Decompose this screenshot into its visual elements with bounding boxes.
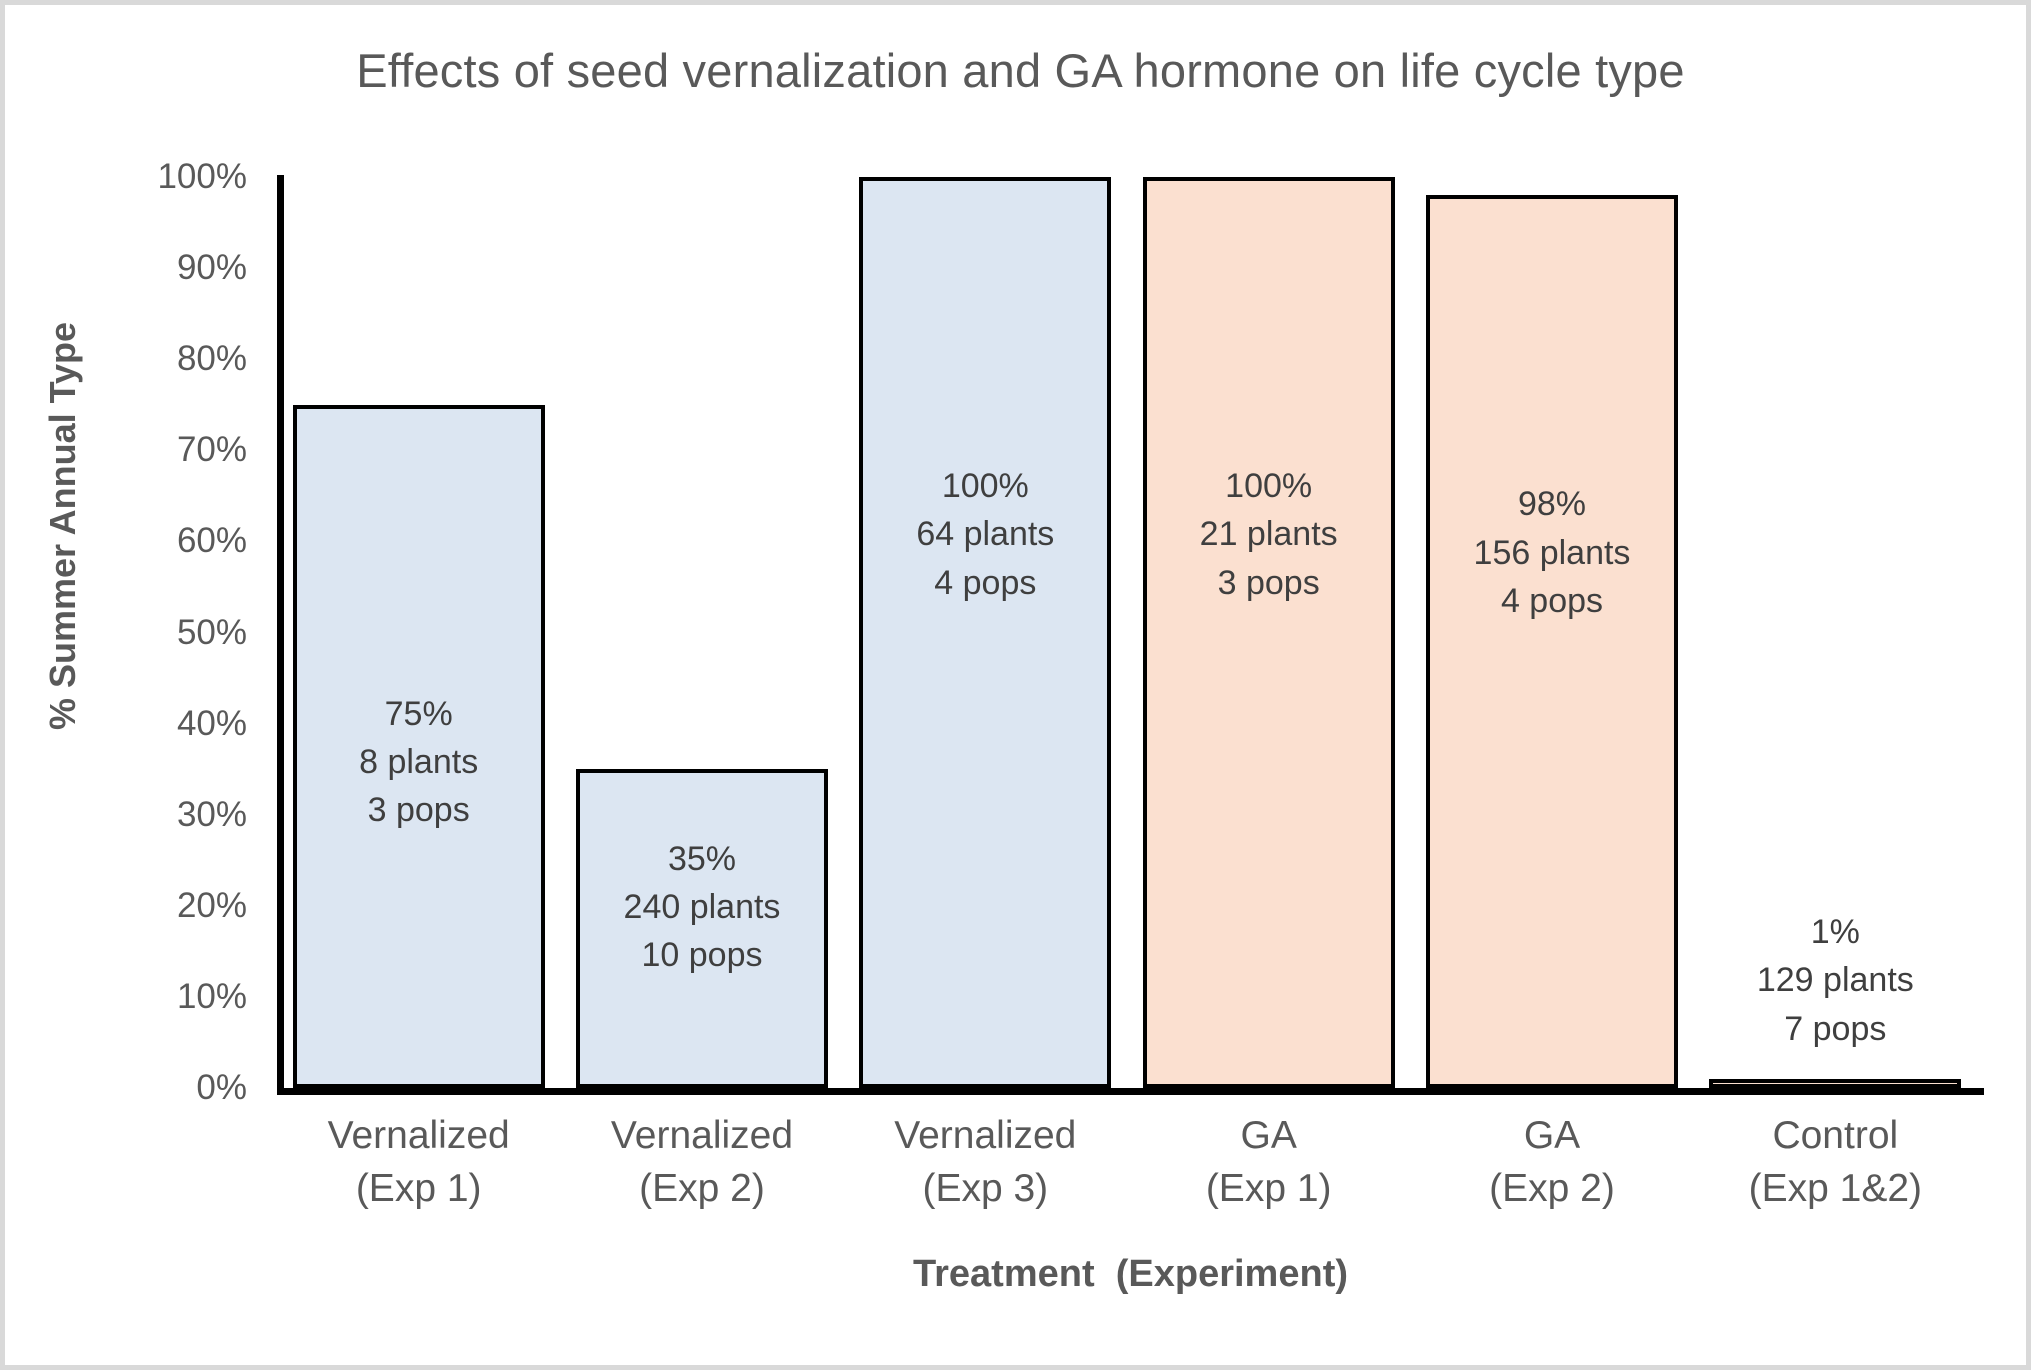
category-experiment: (Exp 1) (355, 1166, 482, 1210)
y-axis-tick-label: 100% (157, 157, 247, 196)
y-axis-tick-label: 0% (196, 1068, 247, 1107)
bar-value-label: 1% 129 plants 7 pops (1694, 908, 1977, 1053)
y-axis-tick-label: 90% (176, 248, 247, 288)
category-treatment: GA (1523, 1114, 1581, 1157)
bar[interactable] (292, 404, 545, 1088)
bar-pops-label: 7 pops (1784, 1009, 1887, 1048)
category-experiment: (Exp 2) (639, 1166, 765, 1210)
bar[interactable] (575, 769, 829, 1088)
x-axis-line (277, 1088, 1984, 1095)
y-axis-tick-label: 10% (176, 976, 247, 1016)
category-experiment: (Exp 3) (922, 1166, 1049, 1210)
x-axis-title: Treatment (Experiment) (913, 1253, 1348, 1295)
x-axis-category-label: Vernalized (Exp 1) (277, 1110, 560, 1215)
category-experiment: (Exp 2) (1489, 1166, 1615, 1210)
category-experiment: (Exp 1&2) (1748, 1166, 1923, 1210)
category-experiment: (Exp 1) (1205, 1166, 1332, 1210)
chart-title: Effects of seed vernalization and GA hor… (356, 44, 1685, 97)
y-axis-tick-label: 80% (176, 339, 247, 379)
bar[interactable] (859, 177, 1112, 1088)
y-axis-tick-label: 60% (176, 521, 247, 561)
bar-slot: 1% 129 plants 7 pops (1694, 177, 1977, 1088)
y-axis-tick-label: 40% (176, 703, 247, 743)
y-axis-tick-label: 20% (176, 885, 247, 925)
x-axis-category-label: Vernalized (Exp 2) (560, 1110, 843, 1215)
bar-percent-label: 1% (1810, 913, 1860, 952)
category-treatment: Control (1772, 1114, 1899, 1157)
x-axis-category-label: GA (Exp 1) (1127, 1110, 1410, 1215)
category-treatment: Vernalized (610, 1114, 794, 1157)
y-axis-tick-labels: 100% 90% 80% 70% 60% 50% 40% 30% 20% 10% 0% (145, 157, 261, 1107)
category-treatment: GA (1240, 1114, 1297, 1157)
x-axis-category-label: Control (Exp 1&2) (1694, 1110, 1977, 1215)
y-axis-title: % Summer Annual Type (42, 321, 83, 731)
y-axis-line (277, 175, 284, 1091)
x-axis-category-label: GA (Exp 2) (1410, 1110, 1693, 1215)
category-treatment: Vernalized (327, 1114, 510, 1157)
y-axis-tick-label: 70% (176, 430, 247, 470)
y-axis-tick-label: 50% (176, 612, 247, 652)
category-treatment: Vernalized (894, 1114, 1077, 1157)
bar-plants-label: 129 plants (1756, 961, 1914, 1000)
bar[interactable] (1142, 177, 1395, 1088)
x-axis-category-label: Vernalized (Exp 3) (844, 1110, 1127, 1215)
bar[interactable] (1425, 195, 1679, 1088)
y-axis-tick-label: 30% (176, 794, 247, 834)
bar[interactable] (1709, 1078, 1962, 1088)
